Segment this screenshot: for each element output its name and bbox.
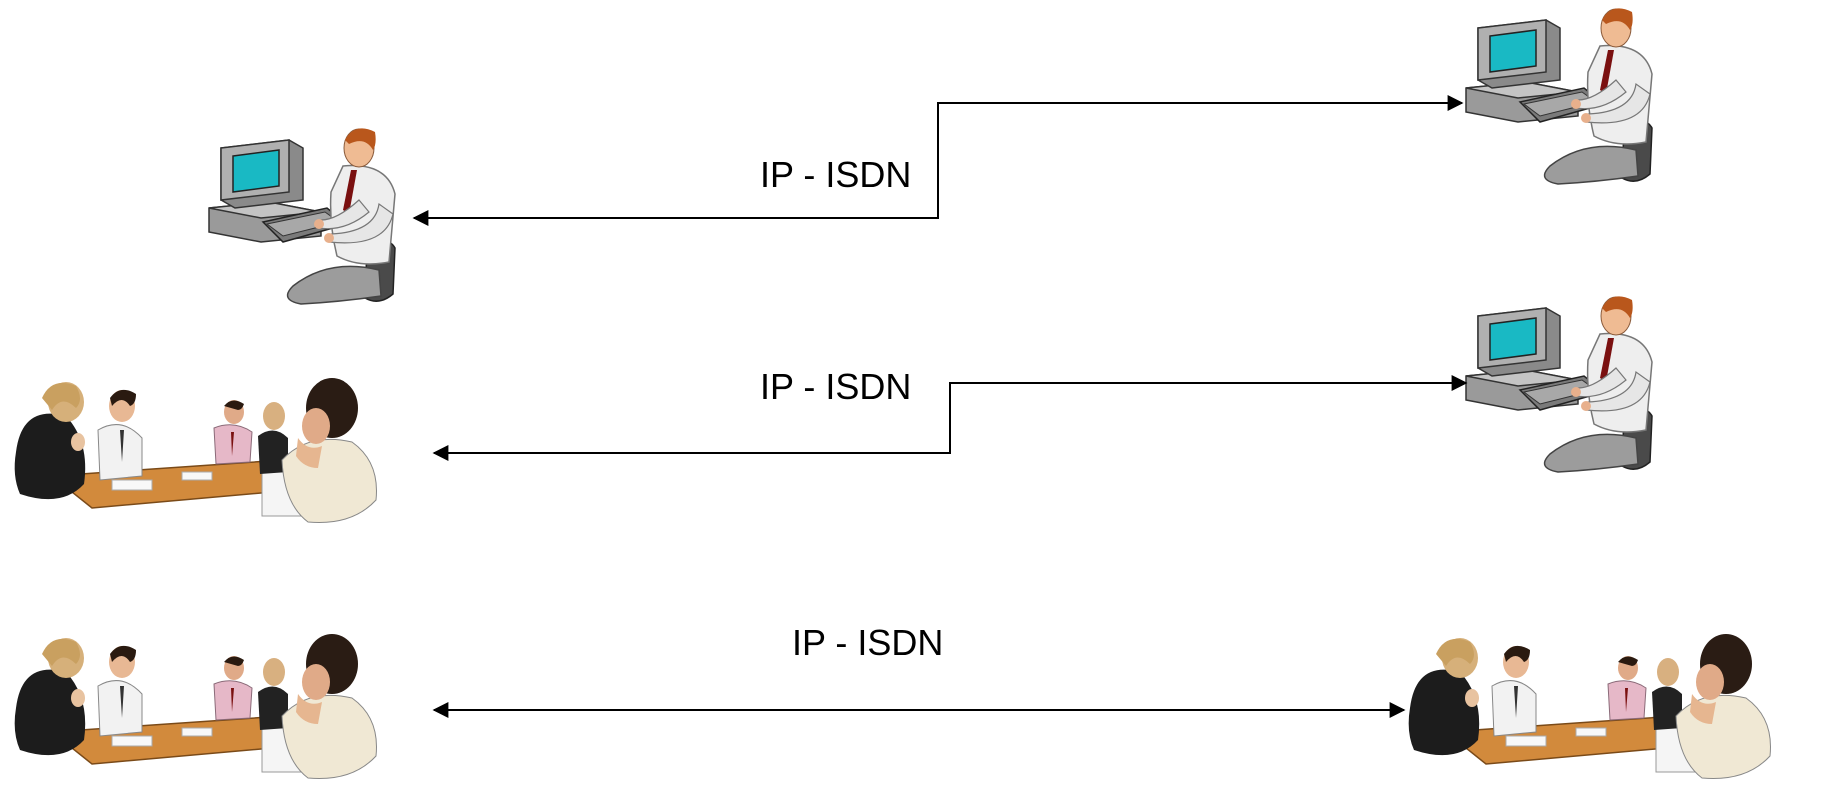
meeting-group-row2-left (13, 377, 378, 524)
computer-user-row1-left (208, 127, 396, 305)
meeting-group-row3-right (1407, 633, 1772, 780)
computer-user-row2-right (1465, 295, 1653, 473)
link-row1 (412, 95, 1464, 226)
computer-user-row1-right (1465, 7, 1653, 185)
meeting-group-row3-left (13, 633, 378, 780)
link-row2 (432, 375, 1468, 461)
link-label-row3: IP - ISDN (792, 622, 944, 663)
link-label-row2: IP - ISDN (760, 366, 912, 407)
link-label-row1: IP - ISDN (760, 154, 912, 195)
